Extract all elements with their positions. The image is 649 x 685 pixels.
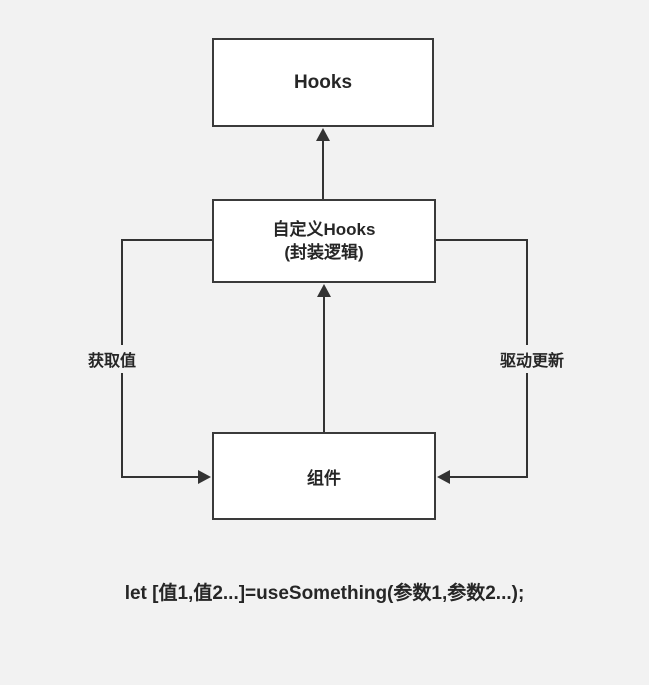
- edge-label-get-value: 获取值: [74, 345, 150, 373]
- arrow-left-icon: [437, 470, 450, 484]
- node-component-label: 组件: [307, 468, 341, 488]
- arrow-up-icon: [317, 284, 331, 297]
- node-custom-hooks: 自定义Hooks (封装逻辑): [212, 199, 436, 283]
- edge-label-drive-update: 驱动更新: [489, 345, 575, 373]
- node-custom-hooks-label-line1: 自定义Hooks: [272, 220, 376, 239]
- usage-code-caption: let [值1,值2...]=useSomething(参数1,参数2...);: [124, 583, 525, 604]
- node-hooks-label: Hooks: [293, 71, 353, 93]
- node-custom-hooks-label-line2: (封装逻辑): [284, 243, 364, 262]
- node-hooks: Hooks: [212, 38, 434, 127]
- edge-component-to-custom: [317, 284, 331, 432]
- node-component: 组件: [212, 432, 436, 520]
- edge-custom-to-hooks: [316, 128, 330, 199]
- arrow-right-icon: [198, 470, 211, 484]
- arrow-up-icon: [316, 128, 330, 141]
